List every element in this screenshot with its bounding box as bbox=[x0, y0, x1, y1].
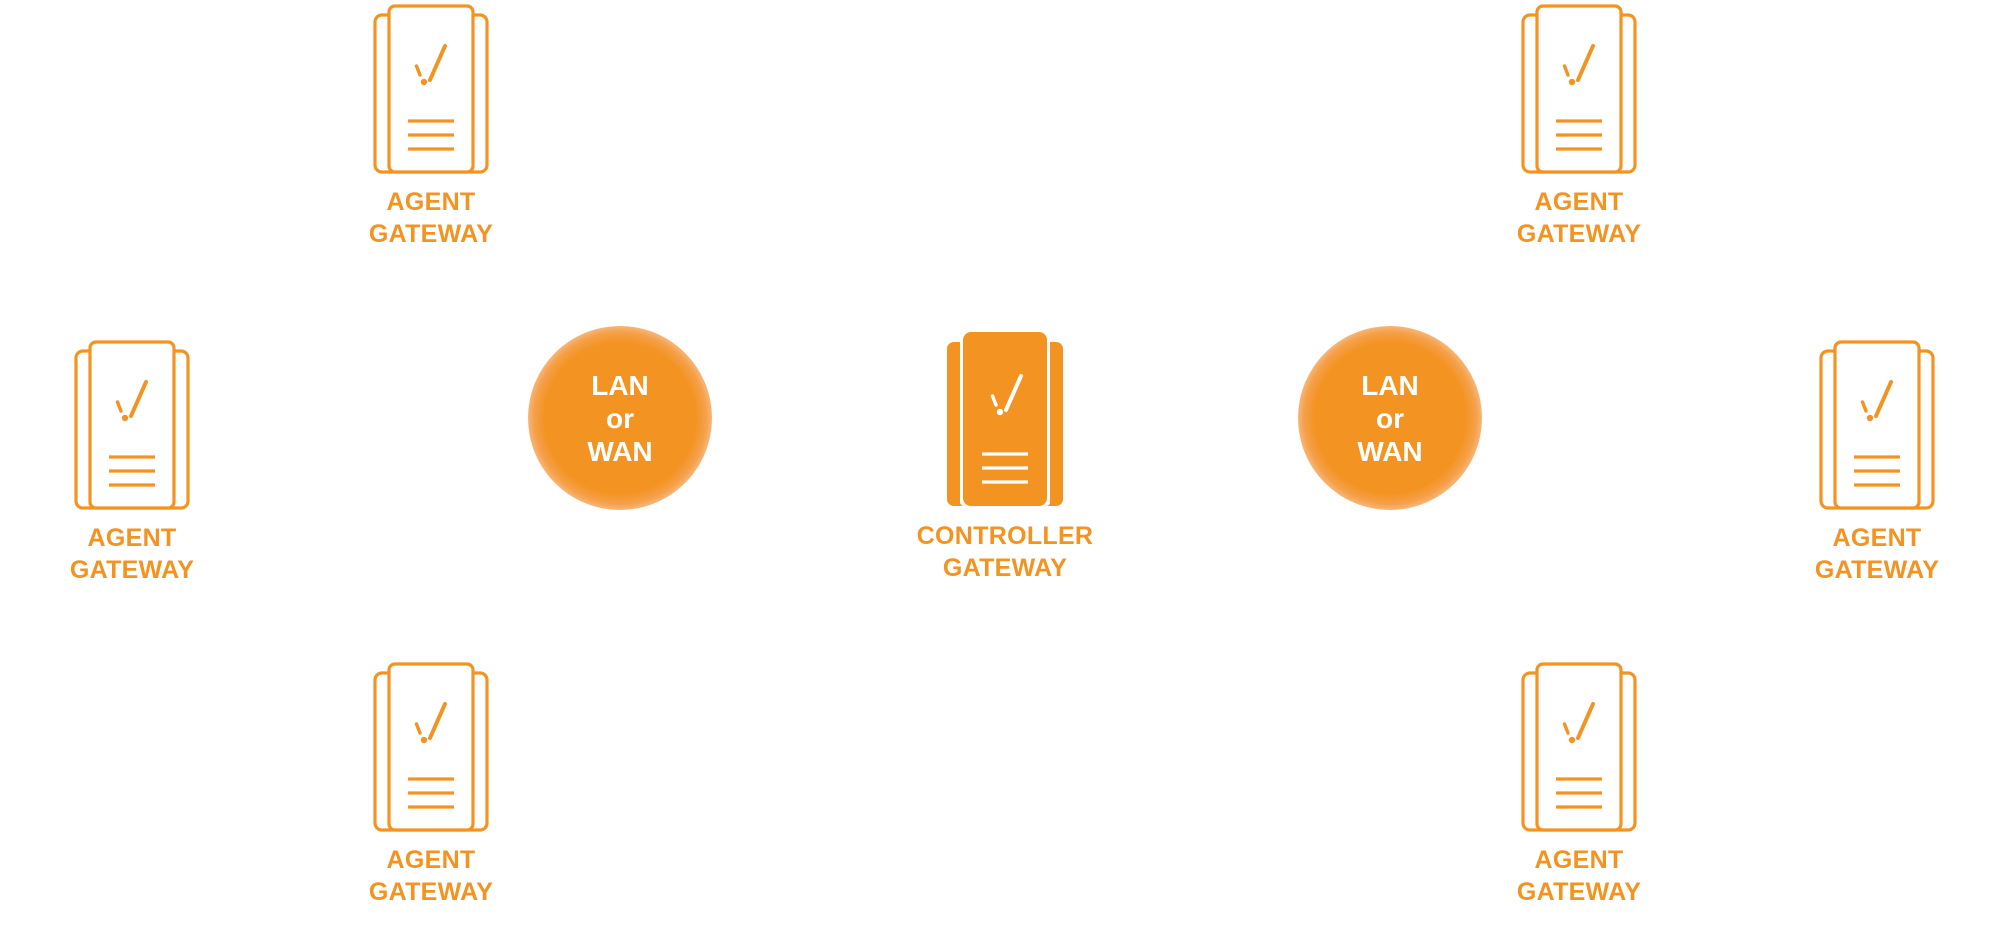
label-line-2: GATEWAY bbox=[1516, 878, 1642, 906]
node-label: AGENT GATEWAY bbox=[37, 522, 227, 586]
network-line-1: LAN bbox=[1361, 369, 1419, 401]
node-label: AGENT GATEWAY bbox=[1782, 522, 1972, 586]
node-label: AGENT GATEWAY bbox=[336, 844, 526, 908]
label-line-2: GATEWAY bbox=[368, 878, 494, 906]
controller-gateway-node: CONTROLLER GATEWAY bbox=[910, 332, 1100, 584]
node-label: AGENT GATEWAY bbox=[1484, 844, 1674, 908]
network-line-2: or bbox=[1375, 402, 1404, 434]
label-line-1: AGENT bbox=[1534, 846, 1624, 874]
server-outline-icon bbox=[74, 340, 190, 510]
label-line-1: AGENT bbox=[87, 524, 177, 552]
agent-gateway-node: AGENT GATEWAY bbox=[1484, 4, 1674, 250]
server-outline-icon bbox=[1521, 4, 1637, 174]
label-line-1: AGENT bbox=[1832, 524, 1922, 552]
label-line-2: GATEWAY bbox=[368, 220, 494, 248]
network-cloud-label: LAN or WAN bbox=[1357, 369, 1422, 468]
label-line-1: AGENT bbox=[1534, 188, 1624, 216]
agent-gateway-node: AGENT GATEWAY bbox=[1782, 340, 1972, 586]
label-line-2: GATEWAY bbox=[69, 556, 195, 584]
node-label: AGENT GATEWAY bbox=[1484, 186, 1674, 250]
server-outline-icon bbox=[373, 4, 489, 174]
agent-gateway-node: AGENT GATEWAY bbox=[336, 4, 526, 250]
server-outline-icon bbox=[1521, 662, 1637, 832]
network-line-3: WAN bbox=[1357, 435, 1423, 467]
node-label: AGENT GATEWAY bbox=[336, 186, 526, 250]
server-outline-icon bbox=[1819, 340, 1935, 510]
network-line-2: or bbox=[605, 402, 634, 434]
network-cloud-label: LAN or WAN bbox=[587, 369, 652, 468]
network-cloud: LAN or WAN bbox=[528, 326, 712, 510]
label-line-1: AGENT bbox=[386, 188, 476, 216]
node-label: CONTROLLER GATEWAY bbox=[910, 520, 1100, 584]
network-line-1: LAN bbox=[591, 369, 649, 401]
label-line-1: CONTROLLER bbox=[916, 522, 1094, 550]
server-outline-icon bbox=[373, 662, 489, 832]
agent-gateway-node: AGENT GATEWAY bbox=[37, 340, 227, 586]
server-filled-icon bbox=[947, 332, 1063, 506]
label-line-2: GATEWAY bbox=[1814, 556, 1940, 584]
label-line-1: AGENT bbox=[386, 846, 476, 874]
network-line-3: WAN bbox=[587, 435, 653, 467]
label-line-2: GATEWAY bbox=[942, 554, 1068, 582]
agent-gateway-node: AGENT GATEWAY bbox=[336, 662, 526, 908]
network-cloud: LAN or WAN bbox=[1298, 326, 1482, 510]
agent-gateway-node: AGENT GATEWAY bbox=[1484, 662, 1674, 908]
label-line-2: GATEWAY bbox=[1516, 220, 1642, 248]
